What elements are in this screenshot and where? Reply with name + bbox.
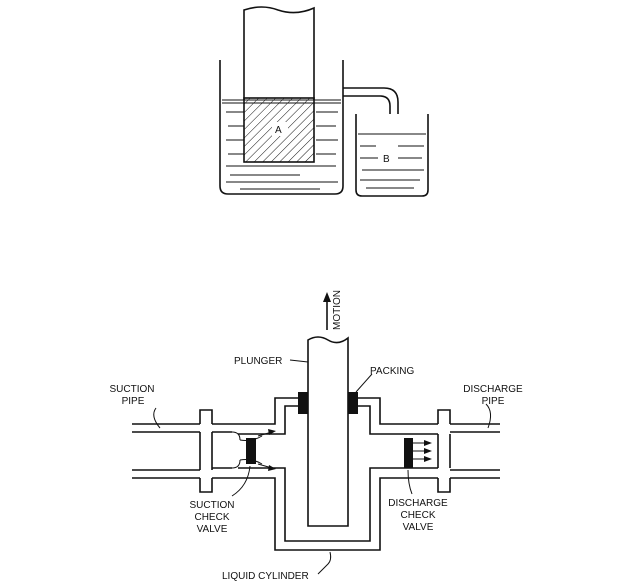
tank-a: A xyxy=(220,7,343,194)
suction-check-valve-label-1: SUCTION xyxy=(190,500,235,511)
pump-figure: MOTION xyxy=(110,290,524,582)
plunger xyxy=(308,337,348,526)
leader-lines xyxy=(154,360,491,574)
suction-pipe xyxy=(132,410,240,492)
liquid-cylinder-label: LIQUID CYLINDER xyxy=(222,571,309,582)
motion-label: MOTION xyxy=(332,290,343,330)
suction-check-valve-label-3: VALVE xyxy=(197,524,228,535)
suction-pipe-label-1: SUCTION xyxy=(110,384,155,395)
label-b: B xyxy=(383,154,390,165)
motion-arrow: MOTION xyxy=(323,290,343,330)
discharge-check-valve-label-1: DISCHARGE xyxy=(388,498,448,509)
packing-left xyxy=(298,392,308,414)
plunger-label: PLUNGER xyxy=(234,356,282,367)
suction-check-valve-label-2: CHECK xyxy=(194,512,229,523)
overflow-pipe xyxy=(343,88,398,114)
discharge-pipe-label-2: PIPE xyxy=(482,396,505,407)
discharge-check-valve-label-3: VALVE xyxy=(403,522,434,533)
liquid-cylinder xyxy=(238,398,402,550)
displacement-figure: A B xyxy=(220,7,428,196)
packing-right xyxy=(348,392,358,414)
discharge-check-valve-label-2: CHECK xyxy=(400,510,435,521)
packing-label: PACKING xyxy=(370,366,414,377)
label-a: A xyxy=(275,125,282,136)
tank-b: B xyxy=(356,114,428,196)
discharge-pipe-label-1: DISCHARGE xyxy=(463,384,523,395)
discharge-check-valve xyxy=(404,438,432,468)
suction-pipe-label-2: PIPE xyxy=(122,396,145,407)
suction-check-valve xyxy=(240,429,276,471)
